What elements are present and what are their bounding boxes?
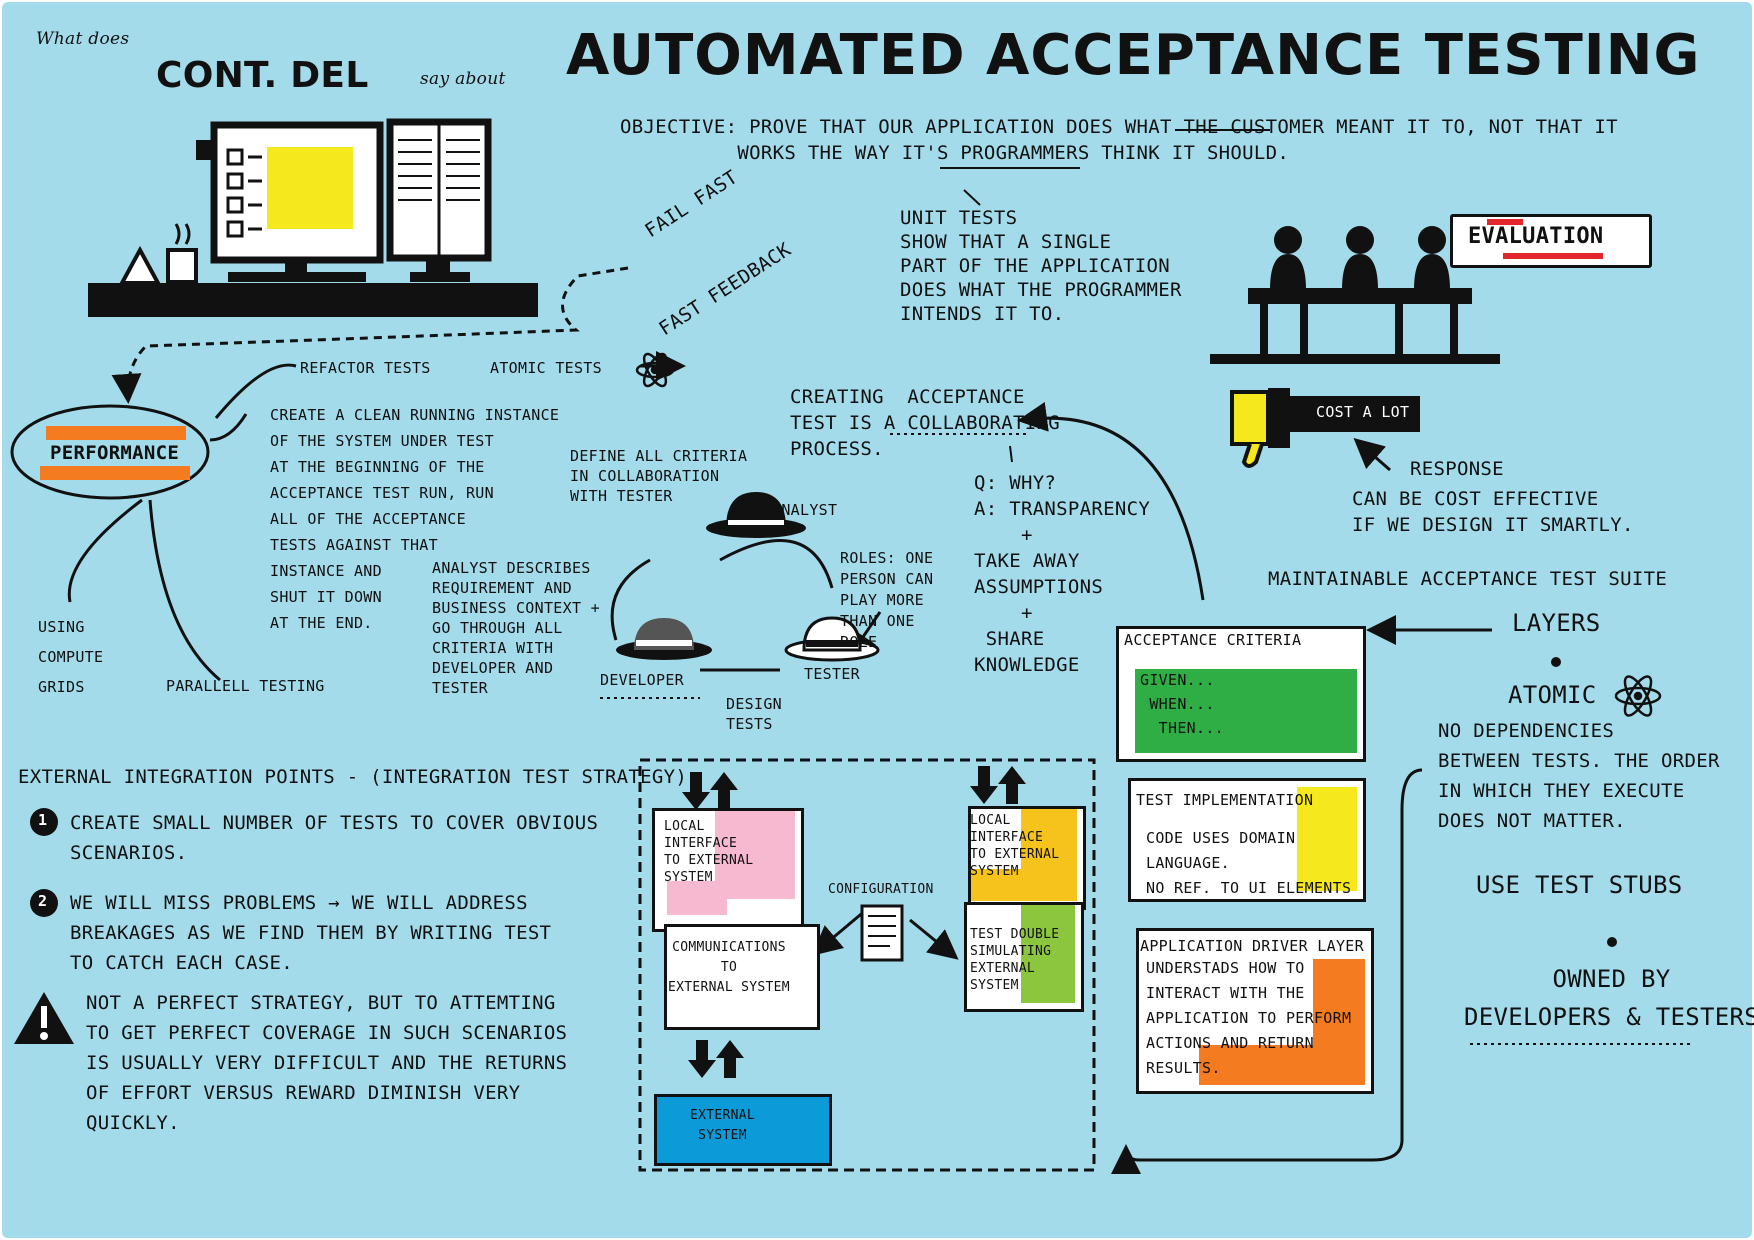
unit-tests-text: UNIT TESTS SHOW THAT A SINGLE PART OF TH… [900, 207, 1182, 325]
analyst-describes-text: ANALYST DESCRIBES REQUIREMENT AND BUSINE… [432, 559, 600, 697]
analyst-hat-icon [706, 492, 806, 538]
no-dependencies-text: NO DEPENDENCIES BETWEEN TESTS. THE ORDER… [1438, 720, 1720, 832]
evaluation-sign [1450, 214, 1652, 268]
test-implementation-title: TEST IMPLEMENTATION [1136, 791, 1314, 809]
bullet-dots [1551, 657, 1617, 947]
developer-hat-icon [616, 618, 712, 660]
page-title: AUTOMATED ACCEPTANCE TESTING [566, 23, 1701, 88]
orange-highlight [1313, 959, 1365, 1085]
roles-text: ROLES: ONE PERSON CAN PLAY MORE THAN ONE… [840, 549, 934, 651]
communications-text: COMMUNICATIONS TO EXTERNAL SYSTEM [668, 940, 790, 995]
point2-number: 2 [38, 892, 48, 910]
design-tests-label: DESIGN TESTS [726, 695, 782, 733]
evaluation-panel-illustration [1210, 226, 1500, 364]
local-interface-box-right [968, 806, 1086, 910]
header-source: CONT. DEL [156, 55, 369, 96]
acceptance-criteria-layer [1116, 626, 1366, 762]
response-label: RESPONSE [1410, 458, 1504, 480]
amber-highlight [971, 869, 1031, 901]
objective-text: OBJECTIVE: PROVE THAT OUR APPLICATION DO… [620, 116, 1618, 164]
green-highlight [1135, 669, 1357, 753]
solid-underlines [940, 129, 1270, 463]
analyst-label: ANALYST [772, 501, 838, 519]
acceptance-criteria-title: ACCEPTANCE CRITERIA [1124, 631, 1302, 649]
collaboration-text: CREATING ACCEPTANCE TEST IS A COLLABORAT… [790, 386, 1060, 460]
compute-grids-text: USING COMPUTE GRIDS [38, 618, 104, 696]
atomic-tests-label: ATOMIC TESTS [490, 359, 602, 377]
test-double-text: TEST DOUBLE SIMULATING EXTERNAL SYSTEM [970, 927, 1060, 993]
atomic-label: ATOMIC [1508, 681, 1597, 709]
yellow-highlight [1297, 787, 1357, 891]
why-text: Q: WHY? A: TRANSPARENCY + TAKE AWAY ASSU… [974, 472, 1151, 676]
clean-instance-text: CREATE A CLEAN RUNNING INSTANCE OF THE S… [270, 406, 560, 632]
warning-text: NOT A PERFECT STRATEGY, BUT TO ATTEMTING… [86, 992, 568, 1134]
owned-by-text: OWNED BY DEVELOPERS & TESTERS [1464, 965, 1754, 1031]
up-down-arrow-icons [682, 766, 1026, 1078]
cost-a-lot-label: COST A LOT [1316, 403, 1410, 421]
test-double-box [964, 902, 1084, 1012]
point1-number: 1 [38, 811, 48, 829]
lime-highlight [1021, 905, 1075, 1003]
performance-label: PERFORMANCE [50, 442, 180, 464]
connector-lines [67, 266, 1492, 1175]
desk-illustration [88, 118, 538, 317]
acceptance-criteria-body: GIVEN... WHEN... THEN... [1140, 671, 1224, 737]
communications-box [664, 924, 820, 1030]
integration-title: EXTERNAL INTEGRATION POINTS - (INTEGRATI… [18, 766, 688, 788]
refactor-tests-label: REFACTOR TESTS [300, 359, 431, 377]
local-interface-left-text: LOCAL INTERFACE TO EXTERNAL SYSTEM [664, 819, 754, 885]
tester-hat-icon [784, 616, 880, 662]
number-badge-icon [30, 808, 58, 917]
pink-highlight [667, 881, 727, 915]
red-accent [1503, 253, 1603, 259]
performance-ellipse [10, 404, 210, 500]
thumbs-down-icon [1230, 388, 1420, 468]
define-criteria-text: DEFINE ALL CRITERIA IN COLLABORATION WIT… [570, 447, 748, 505]
header-connector: say about [420, 69, 506, 89]
dotted-underlines [600, 433, 1690, 1045]
red-accent [1487, 219, 1523, 225]
point1-text: CREATE SMALL NUMBER OF TESTS TO COVER OB… [70, 812, 599, 864]
header-intro: What does [36, 29, 130, 49]
integration-dashed-frame [638, 758, 1096, 1172]
atom-icon [635, 352, 675, 388]
layers-label: LAYERS [1512, 609, 1601, 637]
test-implementation-body: CODE USES DOMAIN LANGUAGE. NO REF. TO UI… [1146, 829, 1352, 897]
response-text: CAN BE COST EFFECTIVE IF WE DESIGN IT SM… [1352, 488, 1634, 536]
parallel-testing-text: PARALLELL TESTING [166, 677, 325, 695]
configuration-label: CONFIGURATION [828, 882, 934, 897]
local-interface-right-text: LOCAL INTERFACE TO EXTERNAL SYSTEM [970, 813, 1060, 879]
pink-highlight [715, 811, 795, 899]
atom-icon [1614, 675, 1662, 717]
tester-label: TESTER [804, 665, 860, 683]
configuration-document-icon [860, 904, 904, 962]
orange-highlight [1199, 1045, 1319, 1085]
point2-text: WE WILL MISS PROBLEMS → WE WILL ADDRESS … [70, 892, 552, 974]
application-driver-layer [1136, 928, 1374, 1094]
evaluation-sign-label: EVALUATION [1468, 224, 1604, 249]
local-interface-box [652, 808, 804, 932]
suite-title: MAINTAINABLE ACCEPTANCE TEST SUITE [1268, 568, 1668, 590]
warning-icon [14, 992, 74, 1044]
external-system-text: EXTERNAL SYSTEM [690, 1108, 756, 1143]
test-implementation-layer [1128, 778, 1366, 902]
developer-label: DEVELOPER [600, 671, 684, 689]
application-driver-title: APPLICATION DRIVER LAYER [1140, 937, 1364, 955]
use-test-stubs-label: USE TEST STUBS [1476, 871, 1683, 899]
external-system-box [654, 1094, 832, 1166]
application-driver-body: UNDERSTADS HOW TO INTERACT WITH THE APPL… [1146, 959, 1352, 1077]
